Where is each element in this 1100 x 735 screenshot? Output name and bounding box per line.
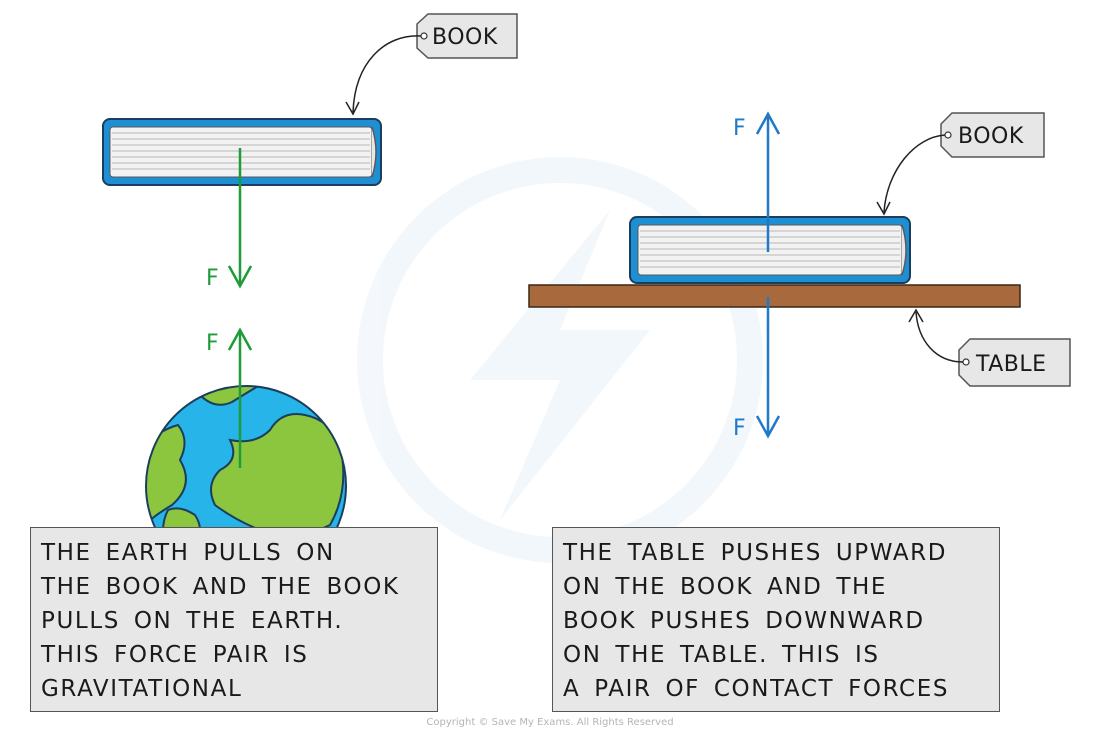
force-label-table-down: F [733, 416, 746, 441]
caption-line: PULLS ON THE EARTH. [41, 608, 344, 634]
caption-line: ON THE BOOK AND THE [563, 574, 888, 600]
caption-line: GRAVITATIONAL [41, 676, 243, 702]
table-top [528, 284, 1021, 308]
force-arrow-book-down: F [206, 148, 253, 291]
caption-line: A PAIR OF CONTACT FORCES [563, 676, 950, 702]
caption-gravitational: THE EARTH PULLS ON THE BOOK AND THE BOOK… [30, 527, 438, 712]
force-label-table-up: F [733, 116, 746, 141]
table-tag: TABLE [908, 308, 1071, 387]
caption-contact: THE TABLE PUSHES UPWARD ON THE BOOK AND … [552, 527, 1000, 712]
caption-line: THE BOOK AND THE BOOK [41, 574, 400, 600]
force-arrow-table-down: F [733, 297, 781, 441]
book-tag-left: BOOK [345, 13, 518, 116]
book-tag-right: BOOK [876, 112, 1045, 216]
force-label-book-down: F [206, 266, 219, 291]
caption-line: THE TABLE PUSHES UPWARD [563, 540, 948, 566]
book-right [629, 216, 911, 284]
book-left [102, 118, 382, 186]
caption-line: THE EARTH PULLS ON [41, 540, 335, 566]
copyright-notice: Copyright © Save My Exams. All Rights Re… [426, 717, 674, 728]
force-arrow-table-up: F [733, 111, 781, 252]
force-arrow-earth-up: F [206, 327, 253, 468]
caption-line: BOOK PUSHES DOWNWARD [563, 608, 925, 634]
force-label-earth-up: F [206, 331, 219, 356]
book-tag-left-text: BOOK [432, 25, 498, 50]
caption-line: ON THE TABLE. THIS IS [563, 642, 880, 668]
table-tag-text: TABLE [975, 352, 1047, 377]
caption-line: THIS FORCE PAIR IS [41, 642, 309, 668]
book-tag-right-text: BOOK [958, 124, 1024, 149]
